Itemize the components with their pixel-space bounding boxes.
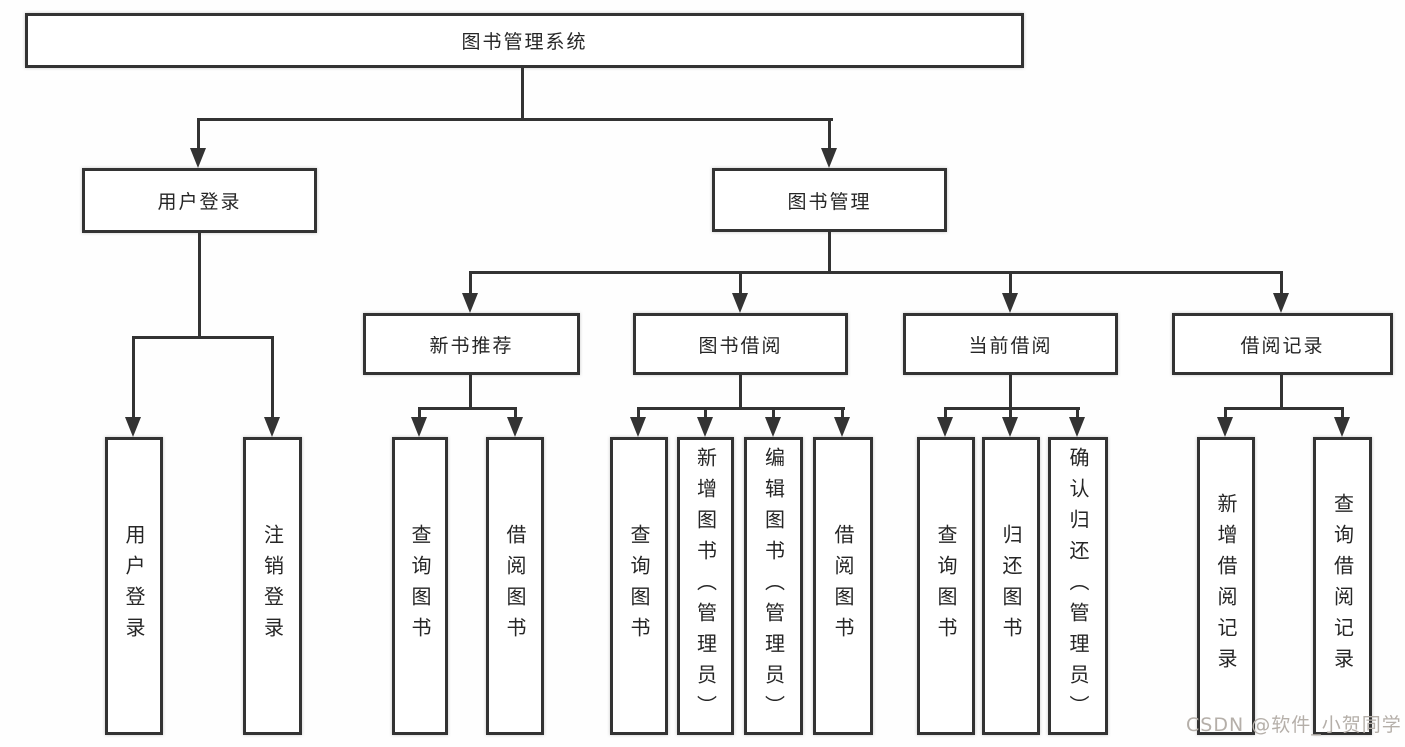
leaf-nb-query-books: 查询图书 [392, 437, 448, 735]
connector-line [944, 407, 947, 419]
connector-line [1280, 375, 1283, 407]
node-new-books: 新书推荐 [363, 313, 580, 375]
node-borrow-records: 借阅记录 [1172, 313, 1393, 375]
arrow-down-icon [1217, 417, 1233, 437]
node-root: 图书管理系统 [25, 13, 1024, 68]
leaf-rec-add-record: 新增借阅记录 [1197, 437, 1255, 735]
connector-line [1224, 407, 1344, 410]
connector-line [197, 118, 200, 150]
leaf-logout-label: 注销登录 [260, 524, 285, 648]
arrow-down-icon [821, 148, 837, 168]
leaf-bb-borrow-books: 借阅图书 [813, 437, 873, 735]
arrow-down-icon [697, 417, 713, 437]
connector-line [198, 233, 201, 336]
watermark: CSDN @软件_小贺同学 [1186, 714, 1402, 736]
leaf-cb-return-books-label: 归还图书 [999, 524, 1023, 648]
connector-line [739, 271, 742, 295]
arrow-down-icon [765, 417, 781, 437]
connector-line [772, 407, 775, 419]
leaf-user-login-label: 用户登录 [122, 524, 146, 648]
connector-line [828, 232, 831, 271]
arrow-down-icon [834, 417, 850, 437]
leaf-cb-confirm-return-admin-label: 确认归还（管理员） [1066, 446, 1090, 726]
leaf-nb-borrow-books-label: 借阅图书 [503, 524, 527, 648]
leaf-bb-add-books-admin: 新增图书（管理员） [677, 437, 734, 735]
node-borrow-records-label: 借阅记录 [1240, 334, 1325, 357]
leaf-logout: 注销登录 [243, 437, 302, 735]
connector-line [418, 407, 421, 419]
leaf-nb-borrow-books: 借阅图书 [486, 437, 544, 735]
arrow-down-icon [462, 293, 478, 313]
connector-line [197, 118, 833, 121]
arrow-down-icon [630, 417, 646, 437]
node-book-borrow: 图书借阅 [633, 313, 848, 375]
leaf-user-login: 用户登录 [105, 437, 163, 735]
arrow-down-icon [264, 417, 280, 437]
leaf-bb-query-books: 查询图书 [610, 437, 668, 735]
leaf-bb-query-books-label: 查询图书 [627, 524, 651, 648]
connector-line [514, 407, 517, 419]
connector-line [704, 407, 707, 419]
leaf-cb-confirm-return-admin: 确认归还（管理员） [1048, 437, 1108, 735]
node-book-mgmt-label: 图书管理 [787, 190, 872, 213]
connector-line [1341, 407, 1344, 419]
leaf-rec-query-record-label: 查询借阅记录 [1330, 493, 1355, 679]
leaf-nb-query-books-label: 查询图书 [408, 524, 432, 648]
arrow-down-icon [1002, 293, 1018, 313]
leaf-cb-query-books: 查询图书 [917, 437, 975, 735]
connector-line [418, 407, 517, 410]
arrow-down-icon [125, 417, 141, 437]
leaf-bb-borrow-books-label: 借阅图书 [831, 524, 855, 648]
connector-line [521, 68, 524, 118]
arrow-down-icon [1334, 417, 1350, 437]
arrow-down-icon [411, 417, 427, 437]
arrow-down-icon [1069, 417, 1085, 437]
arrow-down-icon [1273, 293, 1289, 313]
node-user-login-label: 用户登录 [157, 191, 242, 213]
connector-line [944, 407, 1080, 410]
leaf-bb-edit-books-admin: 编辑图书（管理员） [744, 437, 803, 735]
node-root-label: 图书管理系统 [461, 31, 588, 53]
leaf-cb-return-books: 归还图书 [982, 437, 1040, 735]
connector-line [739, 375, 742, 407]
leaf-bb-add-books-admin-label: 新增图书（管理员） [693, 446, 718, 726]
arrow-down-icon [732, 293, 748, 313]
node-user-login: 用户登录 [82, 168, 317, 233]
node-current-borrow: 当前借阅 [903, 313, 1118, 375]
connector-line [841, 407, 844, 419]
connector-line [1009, 407, 1012, 419]
connector-line [469, 375, 472, 407]
connector-line [637, 407, 845, 410]
connector-line [1009, 271, 1012, 295]
connector-line [469, 271, 1283, 274]
connector-line [469, 271, 472, 295]
connector-line [132, 336, 273, 339]
arrow-down-icon [507, 417, 523, 437]
arrow-down-icon [190, 148, 206, 168]
connector-line [271, 336, 274, 419]
connector-line [828, 118, 831, 150]
node-current-borrow-label: 当前借阅 [968, 334, 1053, 357]
node-book-mgmt: 图书管理 [712, 168, 947, 232]
node-book-borrow-label: 图书借阅 [698, 334, 783, 357]
node-new-books-label: 新书推荐 [429, 334, 514, 357]
arrow-down-icon [1002, 417, 1018, 437]
arrow-down-icon [937, 417, 953, 437]
connector-line [1009, 375, 1012, 407]
connector-line [1224, 407, 1227, 419]
leaf-rec-query-record: 查询借阅记录 [1313, 437, 1372, 735]
leaf-rec-add-record-label: 新增借阅记录 [1214, 493, 1238, 679]
connector-line [132, 336, 135, 419]
connector-line [1280, 271, 1283, 295]
connector-line [1076, 407, 1079, 419]
connector-line [637, 407, 640, 419]
leaf-cb-query-books-label: 查询图书 [934, 524, 958, 648]
leaf-bb-edit-books-admin-label: 编辑图书（管理员） [761, 446, 786, 726]
